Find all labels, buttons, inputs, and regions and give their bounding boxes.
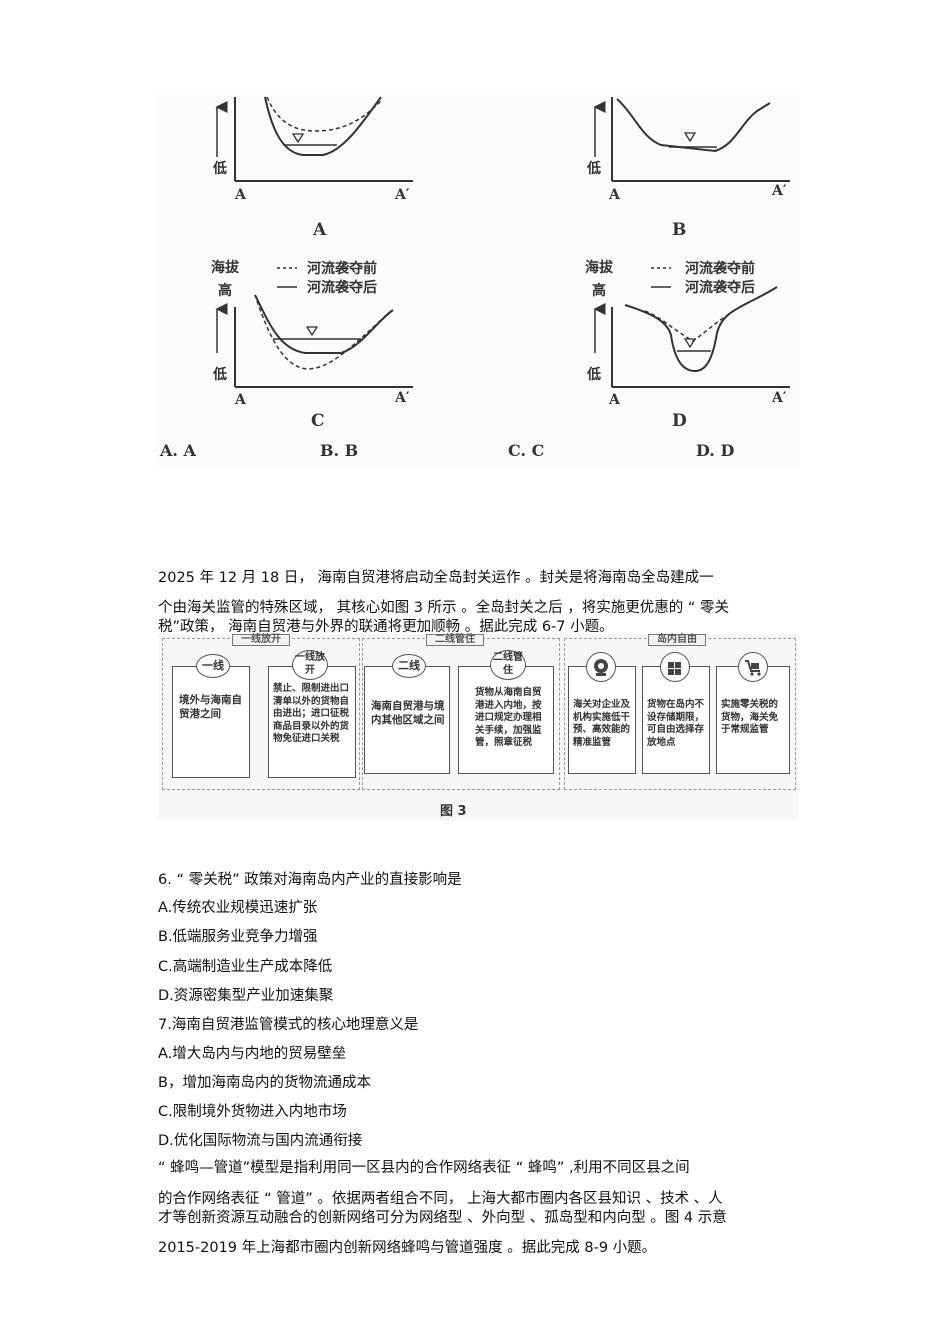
panel-d-x-start: A (608, 392, 621, 408)
panel-d-high-label: 高 (592, 282, 606, 299)
panel-c-x-start: A (234, 392, 247, 408)
figure3-card-4: 货物从海南自贸港进入内地，按进口规定办理相关手续，加强监管，照章征税 (458, 666, 554, 774)
panel-b: 低 A A′ B (586, 97, 790, 240)
panel-a-water-symbol (291, 133, 305, 144)
q7-option-a: A.增大岛内与内地的贸易壁垒 (158, 1046, 347, 1062)
figure3-pill-4: 二线管住 (490, 650, 526, 680)
panel-d-before-curve (644, 308, 738, 342)
panel-d-low-label: 低 (586, 366, 601, 383)
panel-c-legend-before: 河流袭夺前 (307, 260, 377, 277)
figure3-card-4-text: 货物从海南自贸港进入内地，按进口规定办理相关手续，加强监管，照章征税 (475, 687, 542, 748)
figure3-pill-1: 一线 (196, 654, 230, 678)
cart-icon (738, 652, 768, 682)
panel-a-low-label: 低 (212, 160, 227, 177)
figure3-card-2: 禁止、限制进出口清单以外的货物自由进出；进口征税商品目录以外的货物免征进口关税 (268, 666, 356, 778)
figure3-card-1: 境外与海南自贸港之间 (172, 666, 250, 778)
passage2-line2: 的合作网络表征 “ 管道” 。依据两者组合不同， 上海大都市圈内各区县知识 、技… (158, 1191, 723, 1207)
question-7: 7.海南自贸港监管模式的核心地理意义是 (158, 1017, 419, 1033)
panel-b-x-end: A′ (771, 183, 787, 199)
panel-a: 低 A A′ A (212, 96, 413, 240)
panel-c-caption: C (311, 411, 325, 431)
passage2-line4: 2015-2019 年上海都市圈内创新网络蜂鸣与管道强度 。据此完成 8-9 小… (158, 1240, 657, 1256)
panel-d-legend-after: 河流袭夺后 (685, 279, 755, 296)
panel-c-after-curve (254, 294, 394, 354)
panel-c-x-end: A′ (394, 390, 410, 406)
passage1-line2: 个由海关监管的特殊区域， 其核心如图 3 所示 。全岛封关之后 ，将实施更优惠的… (158, 600, 729, 616)
warehouse-icon (660, 652, 690, 682)
panel-c-elev-label: 海拔 (211, 259, 240, 276)
panel-d-water-symbol (683, 338, 697, 349)
panel-a-before-curve (266, 96, 382, 132)
choice-c: C. C (508, 441, 545, 460)
river-capture-svg: 低 A A′ A 低 A A′ B 海拔 高 河流袭夺前 河流袭夺后 (211, 96, 790, 431)
figure3-card-7: 实施零关税的货物，海关免于常规监管 (716, 666, 790, 774)
choice-a: A. A (160, 441, 196, 460)
panel-a-x-start: A (234, 187, 247, 203)
panel-d-after-curve (624, 286, 778, 373)
panel-a-after-curve (264, 96, 382, 156)
panel-c-water-symbol (305, 326, 319, 337)
figure3-card-1-text: 境外与海南自贸港之间 (179, 694, 242, 720)
panel-b-water-symbol (683, 132, 697, 143)
figure3-pill-3: 二线 (392, 654, 426, 678)
figure3: 一线放开 二线管住 岛内自由 境外与海南自贸港之间 一线 禁止、限制进出口清单以… (158, 634, 798, 820)
q6-option-c: C.高端制造业生产成本降低 (158, 959, 333, 975)
panel-b-x-start: A (608, 187, 621, 203)
question-6: 6. “ 零关税” 政策对海南岛内产业的直接影响是 (158, 872, 462, 888)
panel-c: 海拔 高 河流袭夺前 河流袭夺后 低 A A′ C (211, 259, 413, 431)
passage1-line3: 税”政策， 海南自贸港与外界的联通将更加顺畅 。据此完成 6-7 小题。 (158, 619, 614, 635)
q6-option-a: A.传统农业规模迅速扩张 (158, 900, 318, 916)
figure3-card-5: 海关对企业及机构实施低干预、高效能的精准监管 (568, 666, 636, 774)
panel-d-caption: D (672, 411, 687, 431)
customs-icon (586, 652, 616, 682)
q7-option-c: C.限制境外货物进入内地市场 (158, 1104, 347, 1120)
panel-b-low-label: 低 (586, 160, 601, 177)
panel-d-legend-before: 河流袭夺前 (685, 260, 755, 277)
figure3-card-6-text: 货物在岛内不设存储期限，可自由选择存放地点 (647, 699, 705, 748)
figure3-tab-2: 二线管住 (426, 634, 484, 646)
panel-d-x-end: A′ (771, 390, 787, 406)
figure3-pill-2: 一线放开 (292, 650, 328, 680)
river-capture-figure: 低 A A′ A 低 A A′ B 海拔 高 河流袭夺前 河流袭夺后 (155, 95, 800, 467)
q7-option-d: D.优化国际物流与国内流通衔接 (158, 1133, 363, 1149)
q6-option-b: B.低端服务业竞争力增强 (158, 929, 318, 945)
passage1-line1: 2025 年 12 月 18 日， 海南自贸港将启动全岛封关运作 。封关是将海南… (158, 570, 714, 586)
figure3-card-3-text: 海南自贸港与境内其他区域之间 (371, 700, 445, 726)
figure3-tab-1: 一线放开 (232, 634, 290, 646)
passage2-line3: 才等创新资源互动融合的创新网络可分为网络型 、外向型 、孤岛型和内向型 。图 4… (158, 1210, 727, 1226)
panel-b-caption: B (672, 220, 686, 240)
panel-a-caption: A (312, 220, 327, 240)
q7-option-b: B，增加海南岛内的货物流通成本 (158, 1075, 371, 1091)
figure3-card-7-text: 实施零关税的货物，海关免于常规监管 (721, 699, 779, 735)
panel-d: 海拔 高 河流袭夺前 河流袭夺后 低 A A′ D (585, 259, 790, 431)
figure3-tab-3: 岛内自由 (648, 634, 706, 646)
figure3-card-2-text: 禁止、限制进出口清单以外的货物自由进出；进口征税商品目录以外的货物免征进口关税 (273, 683, 350, 744)
choice-d: D. D (696, 441, 735, 460)
panel-b-after-curve (616, 98, 771, 153)
figure3-card-5-text: 海关对企业及机构实施低干预、高效能的精准监管 (573, 699, 631, 748)
choice-b: B. B (320, 441, 359, 460)
panel-c-low-label: 低 (212, 366, 227, 383)
passage2-line1: “ 蜂鸣—管道”模型是指利用同一区县内的合作网络表征 “ 蜂鸣” ,利用不同区县… (158, 1160, 690, 1176)
panel-a-x-end: A′ (394, 187, 410, 203)
panel-c-high-label: 高 (218, 282, 232, 299)
panel-d-elev-label: 海拔 (585, 259, 614, 276)
panel-c-legend-after: 河流袭夺后 (307, 279, 377, 296)
figure3-caption: 图 3 (440, 804, 467, 819)
q6-option-d: D.资源密集型产业加速集聚 (158, 988, 334, 1004)
figure3-card-6: 货物在岛内不设存储期限，可自由选择存放地点 (642, 666, 710, 774)
figure3-card-3: 海南自贸港与境内其他区域之间 (364, 666, 450, 774)
